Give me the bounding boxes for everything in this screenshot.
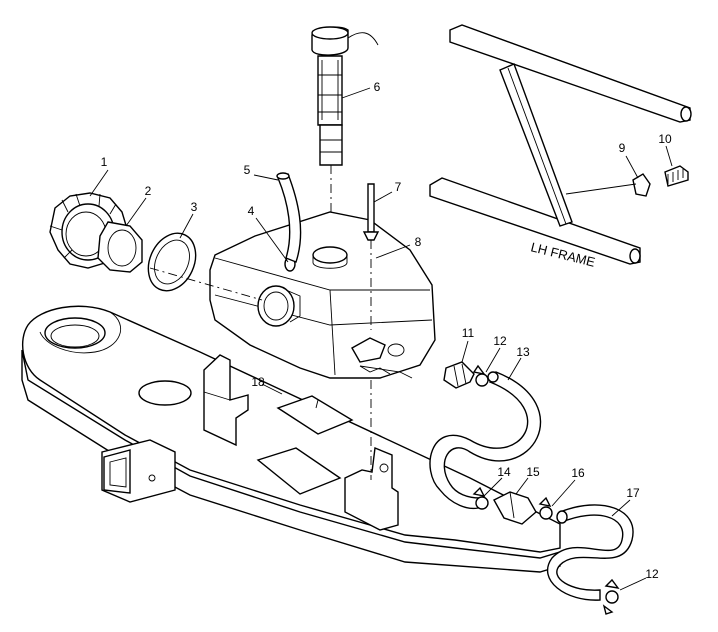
part-6-sending-unit <box>311 26 379 245</box>
callout-3: 3 <box>191 200 198 214</box>
callout-10: 10 <box>658 132 672 146</box>
callout-1: 1 <box>101 155 108 169</box>
part-16-clamp <box>538 496 553 520</box>
callout-12-upper: 12 <box>493 334 507 348</box>
callout-7: 7 <box>395 180 402 194</box>
callout-17: 17 <box>626 486 640 500</box>
leader-lines <box>89 87 673 591</box>
part-10-bolt <box>664 165 689 187</box>
part-9-clip <box>565 173 651 197</box>
callout-5: 5 <box>244 163 251 177</box>
part-7-vent-tube <box>362 183 380 480</box>
callout-6: 6 <box>374 80 381 94</box>
callout-labels: 1 2 3 4 5 6 7 8 9 10 11 12 13 14 15 16 1… <box>101 80 672 581</box>
lh-frame <box>429 24 692 265</box>
part-15-fuel-filter <box>493 491 537 525</box>
part-5-vent-hose <box>276 172 302 263</box>
part-12-clamp-lower <box>602 578 620 615</box>
callout-4: 4 <box>248 204 255 218</box>
callout-2: 2 <box>145 184 152 198</box>
part-11-fitting <box>443 361 475 389</box>
callout-9: 9 <box>619 141 626 155</box>
callout-12-lower: 12 <box>645 567 659 581</box>
callout-13: 13 <box>516 345 530 359</box>
chassis-frame <box>21 305 561 573</box>
part-18-pad <box>276 395 354 435</box>
callout-15: 15 <box>526 465 540 479</box>
part-14-clamp <box>472 486 489 510</box>
part-2-neck <box>97 221 143 273</box>
part-8-fuel-tank <box>149 211 436 379</box>
callout-11: 11 <box>462 326 475 340</box>
callout-16: 16 <box>571 466 585 480</box>
part-12-clamp-upper <box>472 364 489 387</box>
callout-8: 8 <box>415 235 422 249</box>
callout-18: 18 <box>251 375 265 389</box>
part-17-fuel-hose <box>546 504 634 601</box>
callout-14: 14 <box>497 465 511 479</box>
part-3-gasket <box>147 232 197 292</box>
